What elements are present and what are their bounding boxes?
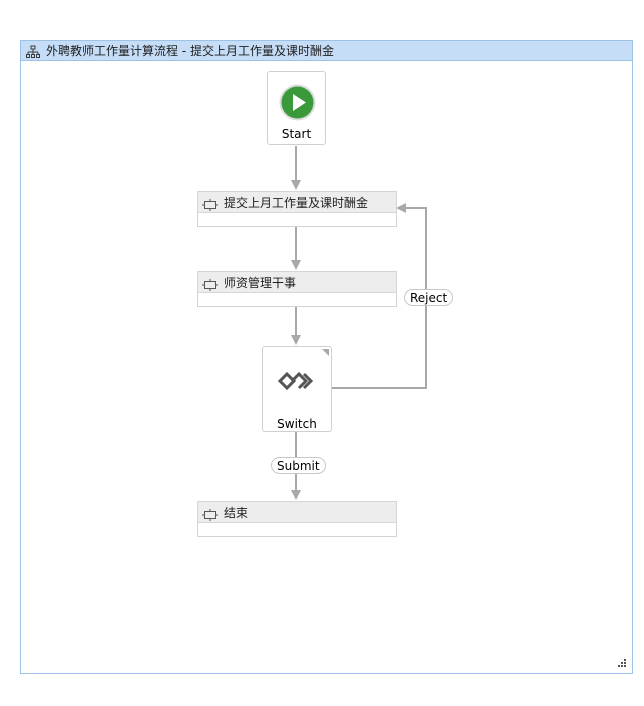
designer-header: 外聘教师工作量计算流程 - 提交上月工作量及课时酬金: [21, 41, 632, 61]
workflow-designer: 外聘教师工作量计算流程 - 提交上月工作量及课时酬金: [20, 40, 633, 674]
activity-label: 结束: [224, 505, 249, 520]
activity-icon: [202, 506, 218, 521]
submit-label[interactable]: Submit: [271, 457, 326, 474]
switch-label: Switch: [277, 417, 317, 431]
hierarchy-icon: [26, 44, 40, 58]
activity-end[interactable]: 结束: [197, 501, 397, 537]
activity-faculty-officer[interactable]: 师资管理干事: [197, 271, 397, 307]
reject-label[interactable]: Reject: [404, 289, 454, 306]
activity-icon: [202, 276, 218, 291]
activity-icon: [202, 196, 218, 211]
switch-node[interactable]: Switch: [262, 346, 332, 432]
switch-icon: [277, 371, 316, 391]
activity-header: 结束: [198, 502, 396, 523]
activity-submit-workload[interactable]: 提交上月工作量及课时酬金: [197, 191, 397, 227]
start-node[interactable]: Start: [267, 71, 326, 145]
activity-label: 提交上月工作量及课时酬金: [224, 195, 369, 210]
activity-header: 师资管理干事: [198, 272, 396, 293]
expand-corner-icon: [322, 349, 329, 356]
activity-label: 师资管理干事: [224, 275, 297, 290]
workflow-title: 外聘教师工作量计算流程 - 提交上月工作量及课时酬金: [46, 44, 334, 58]
start-label: Start: [281, 127, 312, 141]
resize-grip-icon[interactable]: [614, 656, 628, 670]
play-icon: [279, 84, 316, 121]
activity-header: 提交上月工作量及课时酬金: [198, 192, 396, 213]
